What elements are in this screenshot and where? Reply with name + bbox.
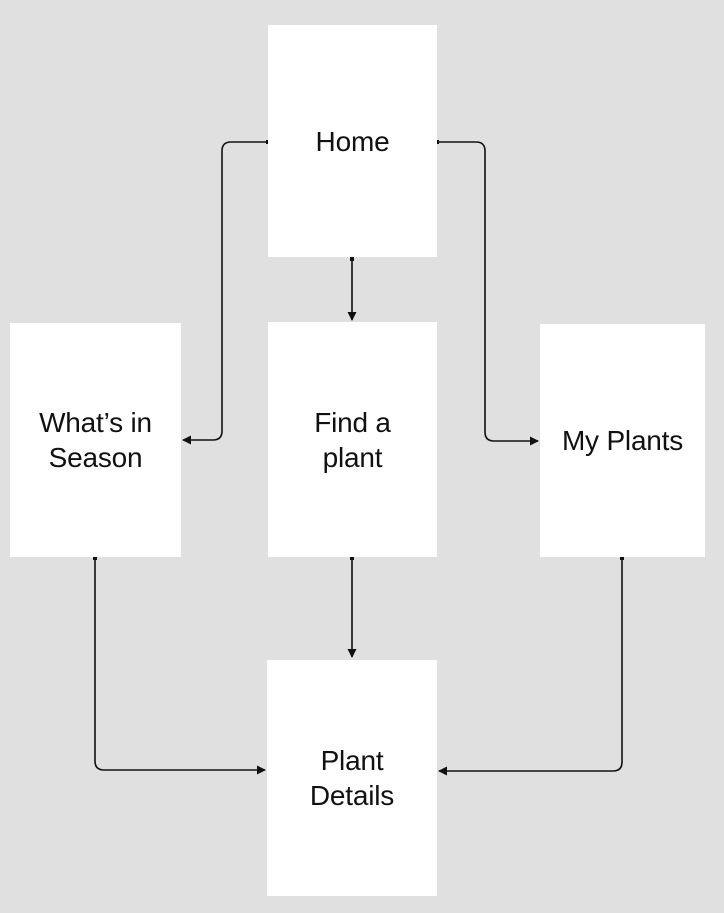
node-whats-in-season[interactable]: What’s in Season	[10, 323, 181, 557]
node-home-label: Home	[315, 125, 390, 157]
node-plant-details-label: Plant Details	[309, 745, 395, 811]
node-my-plants[interactable]: My Plants	[540, 324, 705, 557]
node-find-a-plant-label: Find a plant	[314, 406, 391, 473]
edge-home-to-whats-in-season	[182, 140, 270, 445]
node-home[interactable]: Home	[268, 25, 437, 257]
edge-my-plants-to-plant-details	[438, 556, 624, 776]
edge-whats-in-season-to-plant-details	[93, 556, 266, 775]
node-my-plants-label: My Plants	[561, 425, 684, 456]
node-find-a-plant[interactable]: Find a plant	[268, 322, 437, 557]
node-plant-details[interactable]: Plant Details	[267, 660, 437, 896]
edge-home-to-my-plants	[435, 140, 539, 446]
node-whats-in-season-label: What’s in Season	[39, 407, 152, 473]
